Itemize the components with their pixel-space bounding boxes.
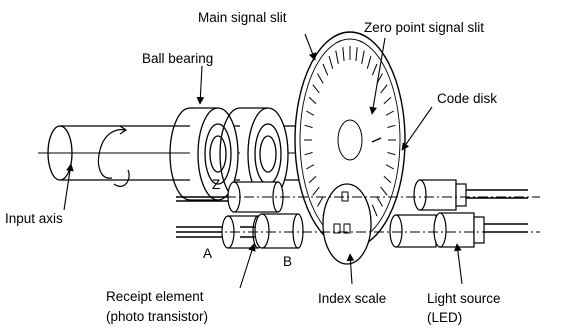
label-phase-b: B <box>283 254 292 269</box>
label-index-scale: Index scale <box>318 291 386 306</box>
arrow-light-source <box>457 244 462 284</box>
arrow-ball-bearing <box>200 66 202 104</box>
label-phase-a: A <box>203 246 212 261</box>
label-code-disk: Code disk <box>437 91 497 106</box>
label-ball-bearing: Ball bearing <box>142 51 213 66</box>
rotation-arrow-icon <box>99 126 130 186</box>
label-zero-point-signal-slit: Zero point signal slit <box>364 20 484 35</box>
label-light-source-line2: (LED) <box>427 310 462 325</box>
led-lower-right <box>434 213 528 247</box>
arrow-receipt-element <box>240 244 254 288</box>
ball-bearing-left <box>170 108 238 200</box>
arrow-code-disk <box>402 107 432 150</box>
index-scale <box>323 184 371 264</box>
label-main-signal-slit: Main signal slit <box>198 10 287 25</box>
label-input-axis: Input axis <box>5 211 63 226</box>
label-receipt-element-line1: Receipt element <box>106 289 204 304</box>
label-phase-z: Z <box>212 177 220 192</box>
arrow-main-signal-slit <box>305 34 315 60</box>
arrow-input-axis <box>64 164 71 210</box>
led-upper <box>414 180 528 210</box>
label-light-source-line1: Light source <box>427 291 501 306</box>
label-receipt-element-line2: (photo transistor) <box>106 309 208 324</box>
